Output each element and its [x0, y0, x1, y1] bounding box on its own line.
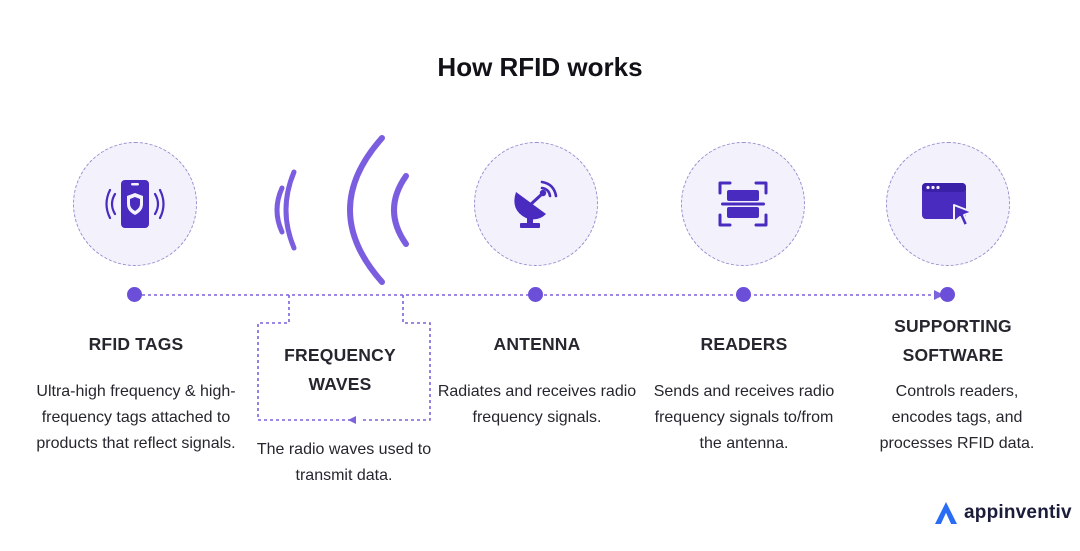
step-heading-frequency-waves: FREQUENCY WAVES — [284, 345, 396, 394]
step-heading-antenna: ANTENNA — [493, 334, 581, 354]
bracket-arrowhead — [348, 416, 356, 424]
satellite-dish-icon — [514, 180, 558, 228]
rfid-tag-icon — [105, 180, 165, 228]
brand-name: appinventiv — [964, 502, 1072, 523]
timeline-dot-readers — [736, 287, 751, 302]
step-description-supporting-software: Controls readers, encodes tags, and proc… — [879, 383, 1035, 452]
step-heading-readers: READERS — [700, 334, 788, 354]
rfid-tags-icon-circle — [73, 142, 197, 266]
page-title: How RFID works — [437, 52, 643, 82]
step-description-frequency-waves: The radio waves used to transmit data. — [256, 441, 432, 484]
radio-waves-icon — [274, 135, 409, 285]
scanner-icon — [718, 181, 768, 227]
step-description-readers: Sends and receives radio frequency signa… — [653, 383, 835, 452]
software-icon-circle — [886, 142, 1010, 266]
timeline-dot-rfid-tags — [127, 287, 142, 302]
appinventiv-logo-icon — [935, 502, 957, 524]
brand-logo: appinventiv — [933, 500, 1072, 526]
timeline-dot-antenna — [528, 287, 543, 302]
timeline-dot-supporting-software — [940, 287, 955, 302]
antenna-icon-circle — [474, 142, 598, 266]
step-heading-rfid-tags: RFID TAGS — [88, 334, 184, 354]
readers-icon-circle — [681, 142, 805, 266]
step-description-antenna: Radiates and receives radio frequency si… — [437, 383, 637, 426]
step-description-rfid-tags: Ultra-high frequency & high-frequency ta… — [36, 383, 236, 452]
flow-arrowhead — [934, 290, 944, 300]
step-heading-supporting-software: SUPPORTING SOFTWARE — [894, 316, 1012, 365]
software-window-icon — [922, 183, 973, 227]
